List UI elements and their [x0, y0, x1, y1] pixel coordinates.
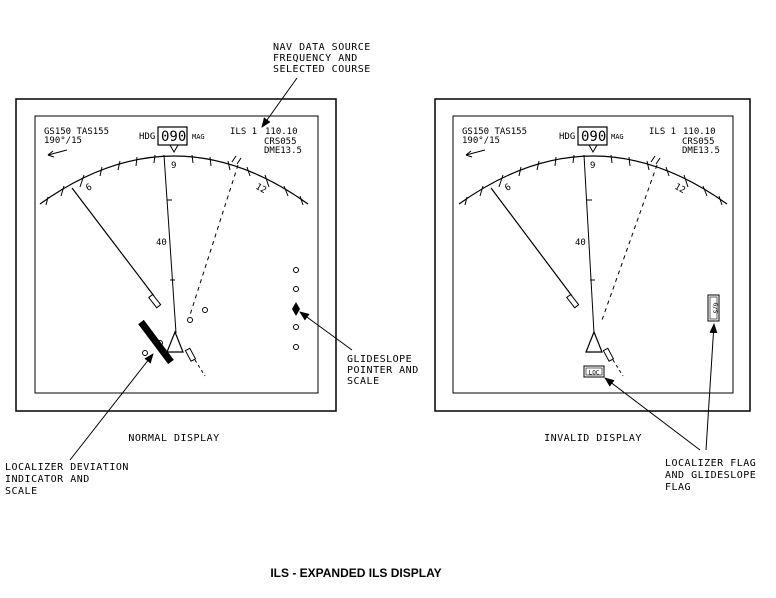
- callout-localizer-line2: INDICATOR AND: [5, 474, 90, 485]
- mag-label: MAG: [192, 133, 205, 141]
- wind-arrow-icon: [465, 149, 486, 156]
- callout-localizer-line1: LOCALIZER DEVIATION: [5, 462, 129, 473]
- compass-ticks: [464, 154, 723, 206]
- callout-localizer-line3: SCALE: [5, 486, 38, 497]
- bearing-pointer-line: [490, 187, 573, 297]
- callout-flags: LOCALIZER FLAG AND GLIDESLOPE FLAG: [604, 323, 756, 493]
- callout-flags-line2: AND GLIDESLOPE: [665, 470, 756, 481]
- callout-nav-source-arrow: [261, 77, 298, 128]
- bearing-pointer-tail-icon: [566, 293, 580, 309]
- display-bezel: [434, 98, 751, 412]
- mag-label: MAG: [611, 133, 624, 141]
- wind-readout: 190°/15: [44, 136, 82, 146]
- course-tail-line: [194, 359, 206, 377]
- invalid-display-caption: INVALID DISPLAY: [544, 433, 642, 444]
- localizer-deviation-bar: [138, 319, 174, 365]
- glideslope-pointer-icon: [292, 302, 300, 316]
- compass-label-6: 6: [503, 182, 513, 193]
- figure-title: ILS - EXPANDED ILS DISPLAY: [270, 566, 441, 580]
- callout-nav-source-line2: FREQUENCY AND: [273, 53, 358, 64]
- frequency-readout: 110.10: [683, 127, 716, 137]
- glideslope-flag-text: G/S: [712, 303, 719, 314]
- selected-course-line: [189, 164, 239, 316]
- localizer-flag-text: LOC: [589, 370, 600, 377]
- course-marker-icon: [650, 155, 661, 165]
- heading-line: [163, 154, 177, 334]
- frequency-readout: 110.10: [265, 127, 298, 137]
- compass-arc: [39, 155, 309, 205]
- callout-nav-source: NAV DATA SOURCE FREQUENCY AND SELECTED C…: [261, 42, 371, 128]
- callout-localizer-arrow: [69, 353, 154, 461]
- callout-nav-source-line3: SELECTED COURSE: [273, 64, 371, 75]
- callout-flags-line1: LOCALIZER FLAG: [665, 458, 756, 469]
- localizer-flag-box: [583, 365, 605, 378]
- compass-label-9: 9: [171, 161, 176, 171]
- callout-glideslope-line2: POINTER AND: [347, 365, 419, 376]
- course-readout: CRS055: [264, 137, 297, 147]
- heading-value: 090: [161, 129, 186, 145]
- heading-pointer-icon: [588, 144, 598, 154]
- compass-arc: [458, 155, 728, 205]
- course-tail-line: [612, 359, 624, 377]
- callout-flags-arrow-loc: [604, 377, 701, 451]
- range-ticks: [587, 199, 595, 281]
- compass-label-9: 9: [590, 161, 595, 171]
- normal-display-caption: NORMAL DISPLAY: [128, 433, 219, 444]
- course-tail-marker-icon: [184, 347, 197, 362]
- callout-localizer-deviation: LOCALIZER DEVIATION INDICATOR AND SCALE: [5, 353, 154, 497]
- display-screen: [452, 115, 734, 394]
- dme-readout: DME13.5: [682, 146, 720, 156]
- display-bezel: [15, 98, 337, 412]
- compass-label-12: 12: [672, 182, 686, 196]
- hdg-label: HDG: [139, 132, 155, 142]
- wind-arrow-icon: [47, 149, 68, 156]
- gs-tas-readout: GS150 TAS155: [44, 127, 109, 137]
- heading-value: 090: [581, 129, 606, 145]
- course-tail-marker-icon: [602, 347, 615, 362]
- display-screen: [34, 115, 319, 394]
- range-ticks: [167, 199, 175, 281]
- aircraft-symbol-icon: [585, 330, 603, 353]
- wind-readout: 190°/15: [462, 136, 500, 146]
- range-label: 40: [156, 238, 167, 248]
- gs-tas-readout: GS150 TAS155: [462, 127, 527, 137]
- callout-flags-line3: FLAG: [665, 482, 691, 493]
- bearing-pointer-line: [71, 187, 155, 297]
- callout-flags-arrow-gs: [705, 323, 718, 451]
- compass-label-6: 6: [84, 182, 94, 193]
- compass-ticks: [45, 154, 304, 206]
- callout-glideslope: GLIDESLOPE POINTER AND SCALE: [299, 311, 419, 387]
- glideslope-scale-dots: [293, 267, 299, 350]
- bearing-pointer-tail-icon: [148, 293, 162, 309]
- dme-readout: DME13.5: [264, 146, 302, 156]
- heading-pointer-icon: [169, 144, 179, 154]
- selected-course-line: [601, 164, 658, 321]
- wind-arrowhead-icon: [465, 150, 473, 158]
- normal-display: GS150 TAS155 190°/15 HDG 090 MAG ILS 1 1…: [15, 98, 337, 412]
- range-label: 40: [575, 238, 586, 248]
- invalid-display: GS150 TAS155 190°/15 HDG 090 MAG ILS 1 1…: [434, 98, 751, 412]
- glideslope-flag-box: [707, 294, 720, 322]
- ils-source-label: ILS 1: [649, 127, 676, 137]
- wind-arrowhead-icon: [47, 150, 55, 158]
- heading-line: [583, 154, 595, 334]
- compass-label-12: 12: [253, 182, 267, 196]
- callout-glideslope-line1: GLIDESLOPE: [347, 354, 412, 365]
- aircraft-symbol-icon: [166, 330, 184, 353]
- callout-glideslope-arrow: [299, 311, 353, 351]
- course-marker-icon: [231, 155, 242, 165]
- callout-glideslope-line3: SCALE: [347, 376, 380, 387]
- course-readout: CRS055: [682, 137, 715, 147]
- hdg-label: HDG: [559, 132, 575, 142]
- localizer-flag-inner: [585, 367, 603, 376]
- callout-nav-source-line1: NAV DATA SOURCE: [273, 42, 371, 53]
- ils-source-label: ILS 1: [230, 127, 257, 137]
- glideslope-flag-inner: [709, 296, 718, 320]
